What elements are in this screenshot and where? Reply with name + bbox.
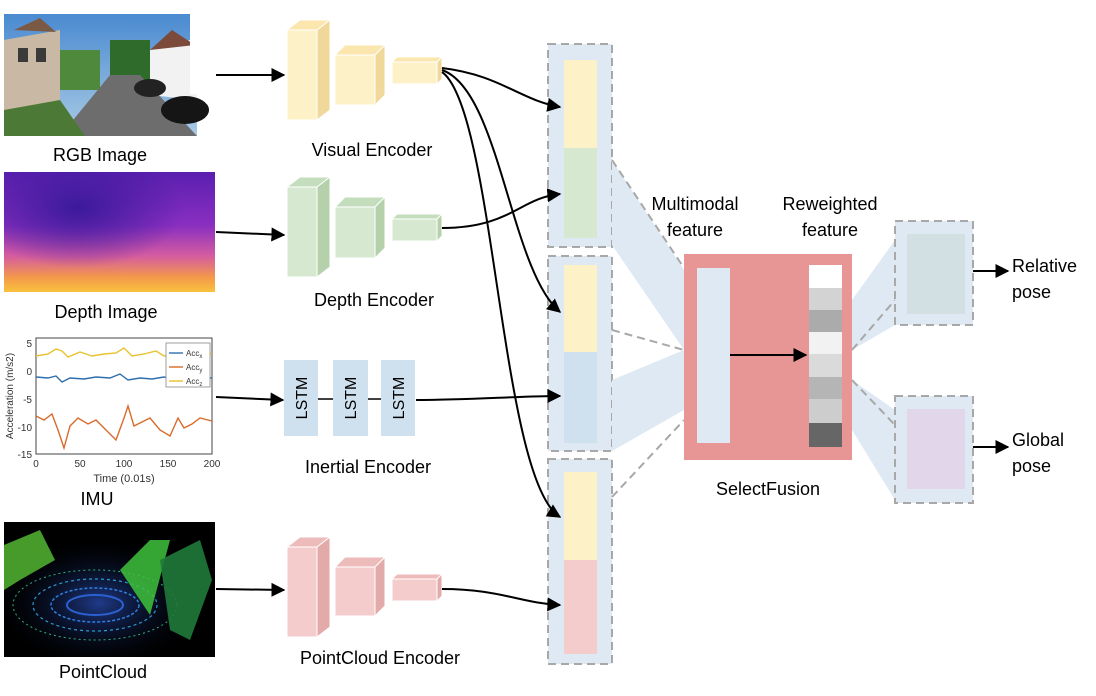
depth-encoder bbox=[285, 175, 444, 279]
relative-pose-label-line1: Relative bbox=[1012, 256, 1077, 276]
arrow-visual-to-feat1 bbox=[441, 67, 562, 112]
imu-ytick: -5 bbox=[23, 395, 32, 406]
imu-legend-accz: Accz bbox=[186, 377, 202, 388]
global-pose-panel bbox=[894, 395, 974, 504]
arrow-depth-to-depthenc bbox=[215, 227, 286, 242]
feature-vector-visual-depth bbox=[564, 60, 597, 238]
selectfusion-module bbox=[684, 254, 852, 460]
pointcloud-label: PointCloud bbox=[59, 662, 147, 682]
imu-legend-accx: Accx bbox=[186, 349, 202, 360]
reweighted-feature-label-line1: Reweighted bbox=[782, 194, 877, 214]
imu-xtick: 0 bbox=[33, 459, 39, 470]
lstm-cell-label: LSTM bbox=[343, 377, 360, 420]
imu-plot: 5 0 -5 -10 -15 0 50 100 150 200 Time (0.… bbox=[5, 337, 221, 485]
imu-ytick: 0 bbox=[26, 367, 32, 378]
fusion-connectors bbox=[611, 159, 685, 498]
imu-legend: Accx Accy Accz bbox=[165, 342, 211, 388]
multimodal-feature-vector bbox=[697, 268, 730, 443]
relative-pose-label-line2: pose bbox=[1012, 282, 1051, 302]
imu-xtick: 100 bbox=[116, 459, 133, 470]
depth-image-label: Depth Image bbox=[54, 302, 157, 322]
pointcloud-encoder bbox=[285, 535, 444, 639]
imu-x-ticks: 0 50 100 150 200 bbox=[33, 459, 221, 470]
imu-x-axis-label: Time (0.01s) bbox=[93, 473, 154, 485]
rgb-image bbox=[4, 14, 209, 136]
global-pose-label-line2: pose bbox=[1012, 456, 1051, 476]
imu-ytick: -10 bbox=[18, 423, 33, 434]
reweighted-feature-vector bbox=[809, 265, 842, 447]
reweighted-feature-label-line2: feature bbox=[802, 220, 858, 240]
imu-series-accy bbox=[35, 403, 213, 451]
input-arrows bbox=[215, 68, 286, 597]
imu-label: IMU bbox=[81, 489, 114, 509]
lstm-cell-2: LSTM bbox=[333, 360, 368, 436]
imu-xtick: 200 bbox=[204, 459, 221, 470]
imu-y-axis-label: Acceleration (m/s2) bbox=[5, 353, 16, 439]
visual-encoder bbox=[285, 18, 444, 122]
output-connectors bbox=[851, 240, 896, 500]
arrow-imu-to-lstm bbox=[215, 392, 285, 407]
visual-encoder-label: Visual Encoder bbox=[312, 140, 433, 160]
pointcloud-encoder-label: PointCloud Encoder bbox=[300, 648, 460, 668]
arrow-pointcloud-to-feat3 bbox=[441, 588, 562, 612]
lstm-cell-label: LSTM bbox=[391, 377, 408, 420]
inertial-encoder-label: Inertial Encoder bbox=[305, 457, 431, 477]
relative-pose-panel bbox=[894, 220, 974, 326]
arrow-inertial-to-feat2 bbox=[415, 389, 562, 404]
inertial-encoder: LSTM LSTM LSTM bbox=[284, 360, 415, 436]
depth-image bbox=[4, 172, 215, 292]
arrow-visual-to-feat2 bbox=[441, 69, 562, 313]
arrow-visual-to-feat3 bbox=[441, 71, 562, 518]
pointcloud-image bbox=[4, 522, 215, 657]
depth-encoder-label: Depth Encoder bbox=[314, 290, 434, 310]
imu-legend-accy: Accy bbox=[186, 363, 202, 374]
lstm-cell-1: LSTM bbox=[284, 360, 318, 436]
encoder-feature-arrows bbox=[415, 67, 562, 612]
arrow-pc-to-pcenc bbox=[215, 582, 286, 597]
imu-y-ticks: 5 0 -5 -10 -15 bbox=[18, 339, 33, 461]
global-pose-label-line1: Global bbox=[1012, 430, 1064, 450]
imu-ytick: 5 bbox=[26, 339, 32, 350]
multimodal-feature-label-line2: feature bbox=[667, 220, 723, 240]
feature-vector-visual-inertial bbox=[564, 265, 597, 443]
rgb-image-label: RGB Image bbox=[53, 145, 147, 165]
feature-panels bbox=[547, 43, 613, 665]
lstm-cell-3: LSTM bbox=[381, 360, 415, 436]
imu-ytick: -15 bbox=[18, 450, 33, 461]
multimodal-feature-label-line1: Multimodal bbox=[651, 194, 738, 214]
imu-xtick: 50 bbox=[74, 459, 86, 470]
imu-xtick: 150 bbox=[160, 459, 177, 470]
feature-vector-visual-pointcloud bbox=[564, 472, 597, 654]
arrow-depth-to-feat1 bbox=[441, 188, 562, 229]
selectfusion-label: SelectFusion bbox=[716, 479, 820, 499]
lstm-cell-label: LSTM bbox=[294, 377, 311, 420]
